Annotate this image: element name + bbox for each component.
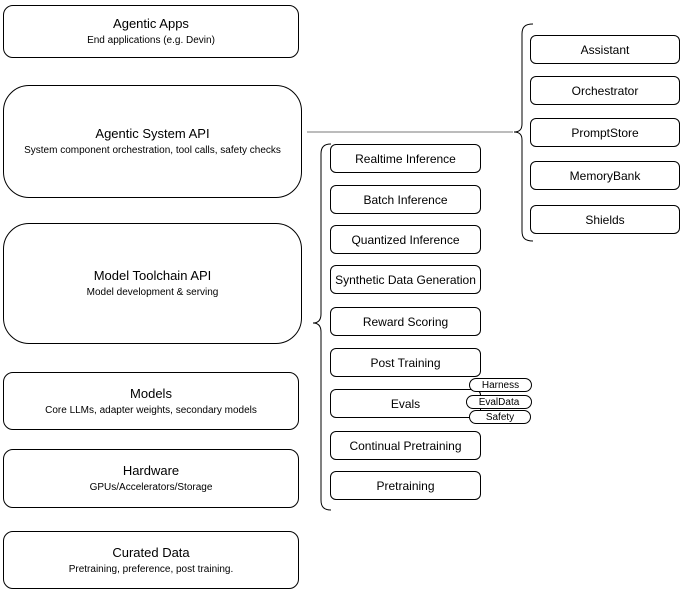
toolchain-item-synthetic-data-generation: Synthetic Data Generation — [330, 265, 481, 294]
node-title: Model Toolchain API — [93, 268, 212, 283]
component-assistant: Assistant — [530, 35, 680, 64]
node-title: Hardware — [122, 463, 180, 478]
node-agentic-apps: Agentic Apps End applications (e.g. Devi… — [3, 5, 299, 58]
evals-tag-harness: Harness — [469, 378, 532, 392]
node-subtitle: End applications (e.g. Devin) — [87, 35, 215, 46]
node-title: Models — [130, 385, 172, 401]
node-title: Agentic Apps — [113, 16, 189, 31]
node-subtitle: Pretraining, preference, post training. — [68, 563, 234, 575]
toolchain-item-continual-pretraining: Continual Pretraining — [330, 431, 481, 460]
toolchain-item-reward-scoring: Reward Scoring — [330, 307, 481, 336]
node-hardware: Hardware GPUs/Accelerators/Storage — [3, 449, 299, 508]
node-models: Models Core LLMs, adapter weights, secon… — [3, 372, 299, 430]
node-title: Agentic System API — [95, 126, 210, 141]
toolchain-item-pretraining: Pretraining — [330, 471, 481, 500]
toolchain-item-quantized-inference: Quantized Inference — [330, 225, 481, 254]
toolchain-item-post-training: Post Training — [330, 348, 481, 377]
toolchain-bracket — [312, 143, 332, 511]
component-shields: Shields — [530, 205, 680, 234]
node-title: Curated Data — [112, 544, 190, 560]
node-agentic-system-api: Agentic System API System component orch… — [3, 85, 302, 198]
component-orchestrator: Orchestrator — [530, 76, 680, 105]
evals-tag-safety: Safety — [469, 410, 531, 424]
toolchain-item-evals: Evals — [330, 389, 481, 418]
component-memorybank: MemoryBank — [530, 161, 680, 190]
node-subtitle: Model development & serving — [86, 287, 219, 298]
node-curated-data: Curated Data Pretraining, preference, po… — [3, 531, 299, 589]
node-subtitle: System component orchestration, tool cal… — [24, 145, 281, 156]
node-subtitle: GPUs/Accelerators/Storage — [89, 482, 213, 493]
node-model-toolchain-api: Model Toolchain API Model development & … — [3, 223, 302, 344]
toolchain-item-realtime-inference: Realtime Inference — [330, 144, 481, 173]
toolchain-item-batch-inference: Batch Inference — [330, 185, 481, 214]
component-promptstore: PromptStore — [530, 118, 680, 147]
node-subtitle: Core LLMs, adapter weights, secondary mo… — [45, 404, 257, 416]
evals-tag-evaldata: EvalData — [466, 395, 532, 409]
